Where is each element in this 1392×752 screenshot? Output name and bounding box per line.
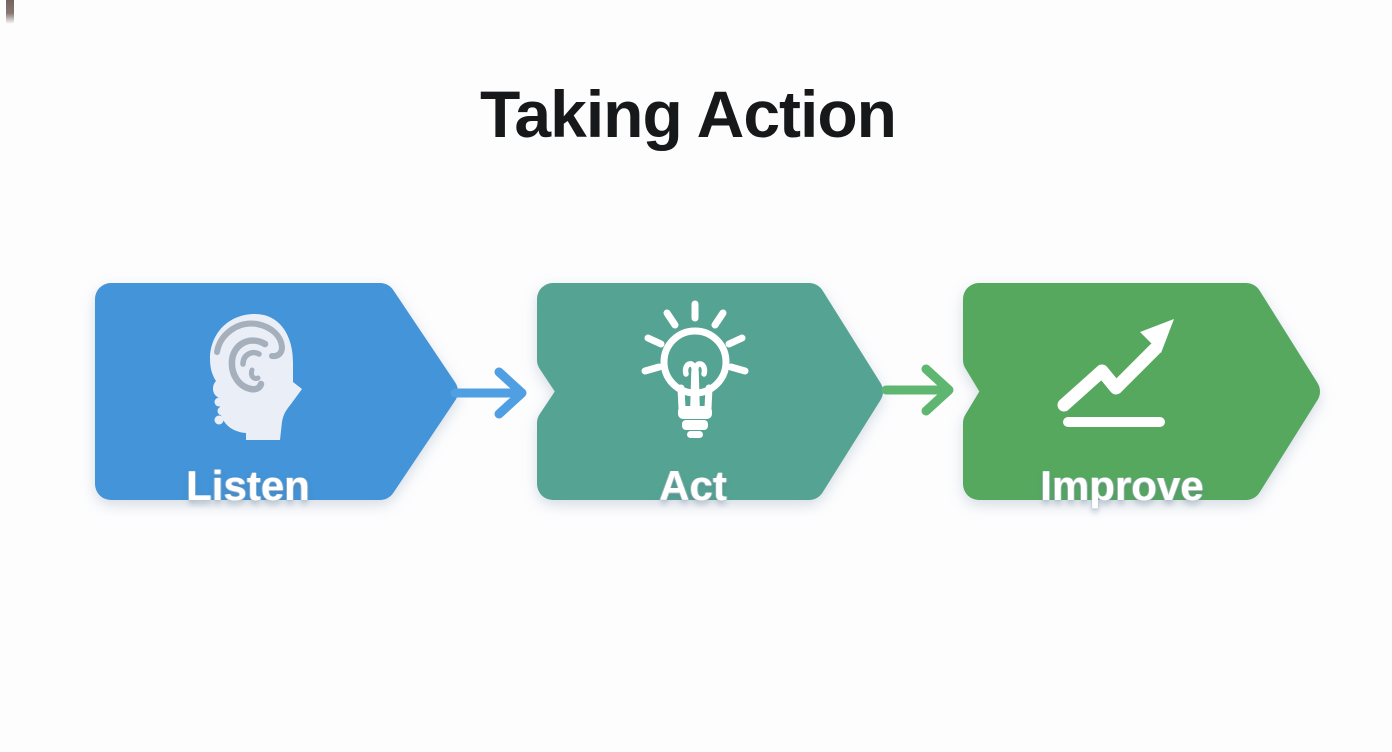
step-improve-chevron [963, 283, 1320, 500]
corner-smudge-artifact [6, 0, 14, 24]
step-label-act: Act [659, 462, 727, 509]
ear-detail [214, 320, 285, 393]
bead-dots [214, 379, 228, 425]
bulb-socket [678, 406, 712, 438]
page-title: Taking Action [480, 77, 897, 151]
arrowhead [1140, 319, 1174, 353]
arrow-act-to-improve-icon [881, 364, 954, 416]
step-label-listen: Listen [186, 462, 310, 509]
trending-up-arrow-icon [1057, 319, 1174, 427]
bulb-rays [641, 300, 749, 375]
bulb-filament [682, 361, 708, 409]
step-label-improve: Improve [1040, 462, 1204, 509]
listening-head-ear-icon [210, 314, 302, 440]
bead-cord [213, 357, 230, 379]
zigzag-line [1057, 342, 1162, 412]
chevron-shape [963, 283, 1320, 500]
lightbulb-idea-icon [641, 300, 749, 438]
arrow-listen-to-act-icon [450, 367, 527, 419]
